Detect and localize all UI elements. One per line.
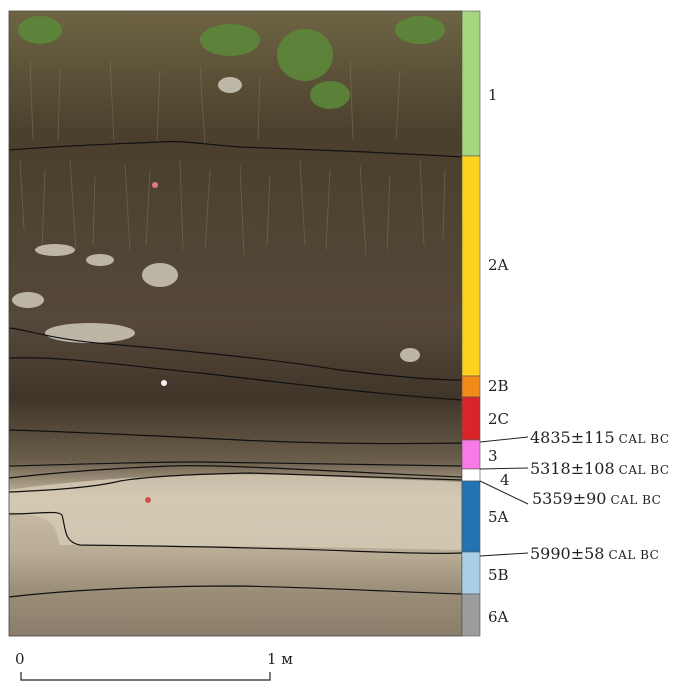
layer-swatch-1 <box>461 10 481 157</box>
layer-swatch-2b <box>461 375 481 398</box>
layer-label-2b: 2B <box>488 377 509 395</box>
layer-label-5a: 5A <box>488 508 509 526</box>
layer-swatch-5b <box>461 551 481 595</box>
stones <box>12 77 420 362</box>
layer-color-column <box>461 10 481 637</box>
soil-section-photo <box>9 11 462 636</box>
vegetation <box>18 16 445 109</box>
scale-bar: 0 1 м <box>15 650 293 681</box>
loess-band <box>9 474 462 550</box>
layer-label-5b: 5B <box>488 566 509 584</box>
layer-label-2c: 2C <box>488 410 509 428</box>
layer-label-2a: 2A <box>488 256 509 274</box>
layer-boundaries <box>8 140 463 598</box>
layer-swatch-3 <box>461 439 481 470</box>
layer-swatch-2a <box>461 155 481 377</box>
scale-end-label: 1 м <box>267 650 293 668</box>
layer-label-6a: 6A <box>488 608 509 626</box>
layer-swatch-2c <box>461 396 481 441</box>
layer-swatch-4 <box>461 468 481 482</box>
date-leader-lines <box>479 436 529 557</box>
layer-swatch-5a <box>461 480 481 553</box>
layer-label-4: 4 <box>500 471 510 489</box>
layer-label-1: 1 <box>488 86 498 104</box>
layer-labels: 1 2A 2B 2C 3 4 5A 5B 6A <box>488 86 510 626</box>
scale-start-label: 0 <box>15 650 25 668</box>
root-texture <box>19 59 446 256</box>
layer-swatch-6a <box>461 593 481 637</box>
layer-label-3: 3 <box>488 447 498 465</box>
